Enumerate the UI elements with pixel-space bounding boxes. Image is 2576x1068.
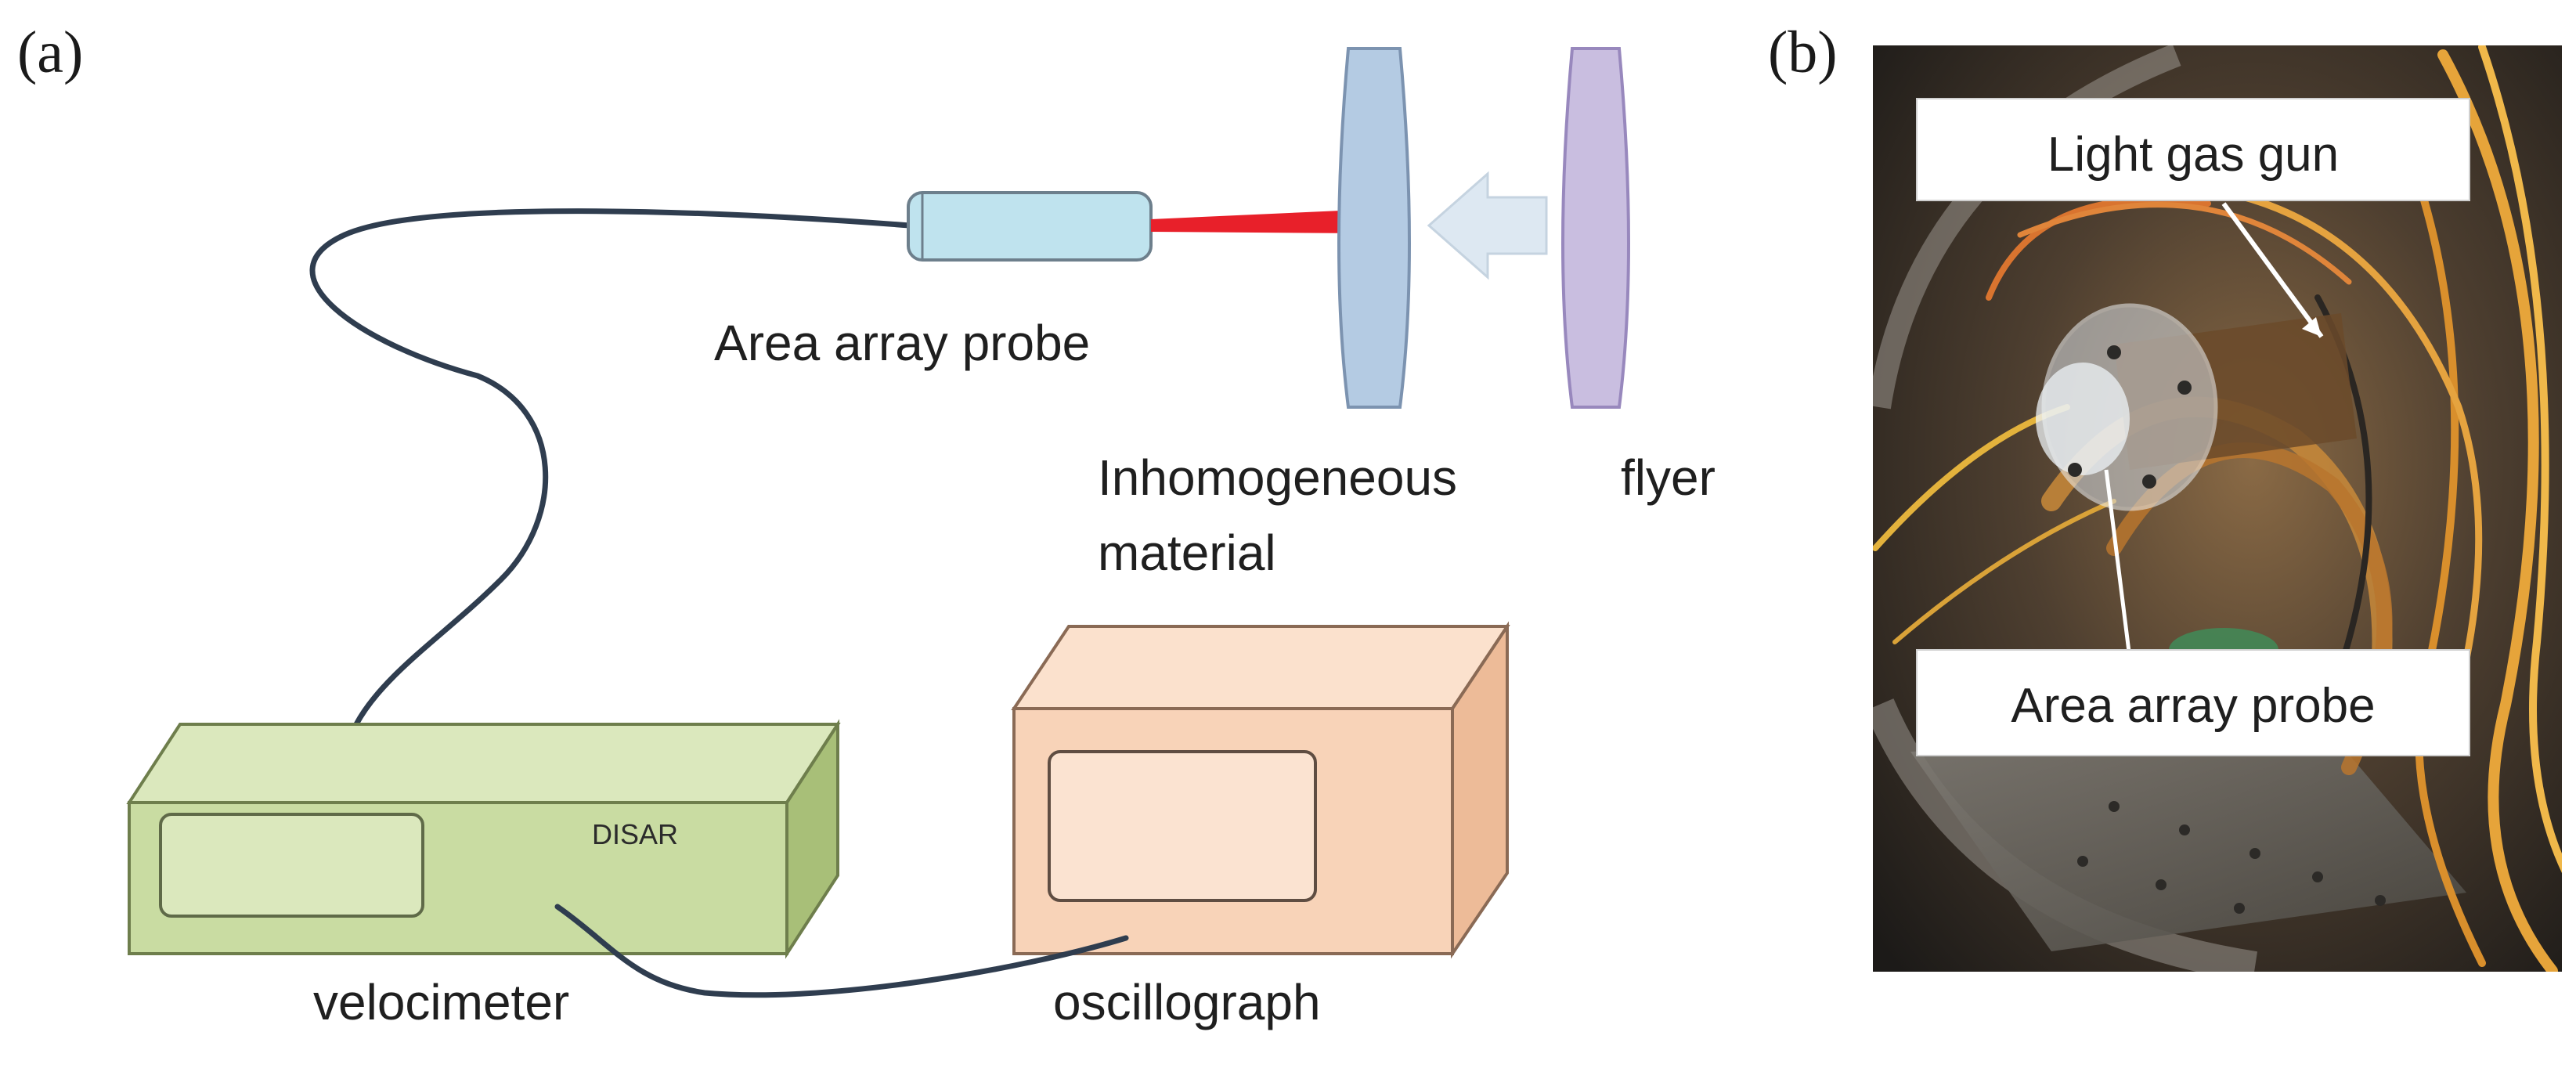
panel-b: (b) xyxy=(1768,20,2562,972)
velocimeter-label: velocimeter xyxy=(313,974,569,1030)
target-label-line1: Inhomogeneous xyxy=(1098,449,1457,506)
oscillograph-label: oscillograph xyxy=(1053,974,1321,1030)
callout-area-array-probe-text: Area array probe xyxy=(2011,679,2375,733)
oscillograph xyxy=(1011,621,1510,959)
velocimeter-display xyxy=(159,813,424,918)
oscillograph-screen xyxy=(1048,750,1317,902)
velocimeter-brand: DISAR xyxy=(592,818,678,850)
flyer-label: flyer xyxy=(1621,449,1716,506)
callout-light-gas-gun-text: Light gas gun xyxy=(2047,128,2339,182)
panel-a: (a) Area array probe Inhomogeneous mater… xyxy=(17,20,1716,1030)
target-label-line2: material xyxy=(1098,525,1276,581)
area-array-probe xyxy=(907,191,1153,262)
impact-direction-arrow xyxy=(1427,171,1548,280)
probe-callout-arrow xyxy=(2104,469,2132,658)
signal-cable xyxy=(554,904,1129,998)
velocimeter: DISAR xyxy=(126,719,841,959)
probe-label: Area array probe xyxy=(714,315,1090,371)
flyer-plate xyxy=(1561,47,1630,409)
probe-holder xyxy=(2036,303,2218,511)
laser-beam xyxy=(1151,210,1364,233)
callout-light-gas-gun: Light gas gun xyxy=(1916,98,2470,201)
panel-b-label: (b) xyxy=(1768,20,1838,85)
gun-callout-arrow xyxy=(2221,202,2324,338)
callout-area-array-probe: Area array probe xyxy=(1916,649,2470,756)
probe-cable xyxy=(309,208,913,727)
target-plate xyxy=(1337,47,1411,409)
panel-a-label: (a) xyxy=(17,20,83,85)
